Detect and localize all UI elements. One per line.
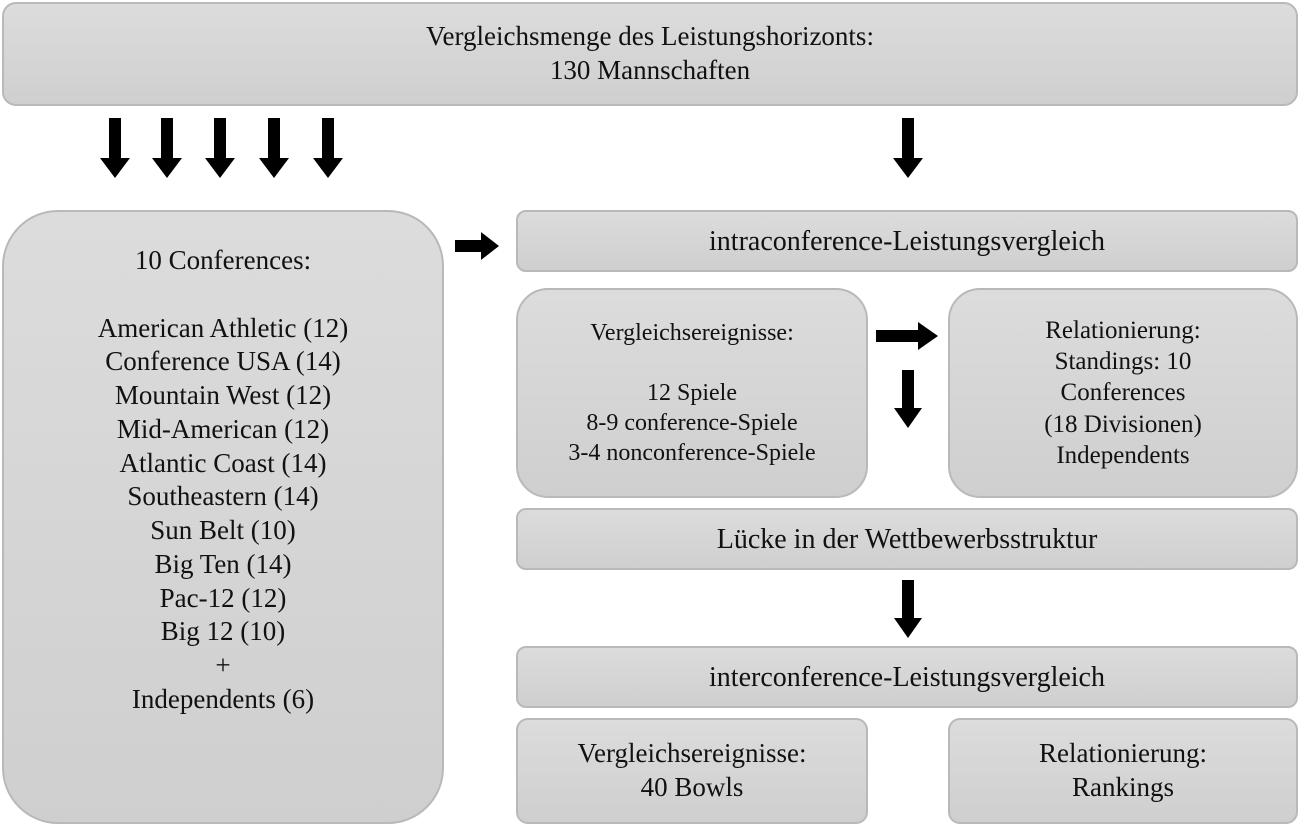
conference-item: Big 12 (10) xyxy=(160,616,286,647)
comparison-set-title: Vergleichsmenge des Leistungshorizonts: xyxy=(426,21,874,52)
intra-events-line: 8-9 conference-Spiele xyxy=(586,410,798,436)
intra-events-line: 12 Spiele xyxy=(647,380,737,406)
inter-events-bowls: 40 Bowls xyxy=(640,772,744,802)
conferences-title: 10 Conferences: xyxy=(134,245,312,275)
down-arrow-icon xyxy=(259,118,289,178)
conference-item: Mountain West (12) xyxy=(114,380,332,410)
inter-relation-box: Relationierung: Rankings xyxy=(948,718,1298,824)
comparison-set-count: 130 Mannschaften xyxy=(549,55,751,85)
competition-gap-box: Lücke in der Wettbewerbsstruktur xyxy=(516,508,1298,570)
intra-relation-line: Standings: 10 xyxy=(1054,348,1192,376)
conference-item: Conference USA (14) xyxy=(105,346,341,377)
intra-relation-box: Relationierung: Standings: 10 Conference… xyxy=(948,288,1298,498)
intra-relation-line: Independents xyxy=(1056,441,1190,469)
independents-item: Independents (6) xyxy=(131,683,315,714)
down-arrow-icon xyxy=(152,118,182,178)
inter-events-box: Vergleichsereignisse: 40 Bowls xyxy=(516,718,868,824)
down-arrow-icon xyxy=(894,580,922,638)
intra-relation-line: Conferences xyxy=(1060,379,1186,407)
conferences-box: 10 Conferences: American Athletic (12) C… xyxy=(2,210,444,824)
inter-relation-title: Relationierung: xyxy=(1039,738,1207,769)
down-arrow-icon xyxy=(313,118,343,178)
conference-item: Sun Belt (10) xyxy=(150,515,296,545)
intra-relation-line: (18 Divisionen) xyxy=(1044,410,1202,438)
right-arrow-icon xyxy=(455,232,499,260)
inter-relation-rankings: Rankings xyxy=(1071,772,1174,802)
inter-events-title: Vergleichsereignisse: xyxy=(577,738,807,769)
intra-events-box: Vergleichsereignisse: 12 Spiele 8-9 conf… xyxy=(516,288,868,498)
plus-sign: + xyxy=(215,650,231,680)
down-arrow-icon xyxy=(205,118,235,178)
conference-item: Big Ten (14) xyxy=(154,548,292,579)
down-arrow-icon xyxy=(893,118,923,178)
right-arrow-icon xyxy=(876,322,938,350)
down-arrow-icon xyxy=(100,118,130,178)
down-arrow-icon xyxy=(894,370,922,428)
conference-item: Southeastern (14) xyxy=(127,481,319,512)
interconference-box: interconference-Leistungsvergleich xyxy=(516,646,1298,708)
intra-events-title: Vergleichsereignisse: xyxy=(590,320,794,346)
interconference-label: interconference-Leistungsvergleich xyxy=(709,661,1105,693)
intraconference-box: intraconference-Leistungsvergleich xyxy=(516,210,1298,272)
conference-item: American Athletic (12) xyxy=(97,312,349,343)
comparison-set-box: Vergleichsmenge des Leistungshorizonts: … xyxy=(2,2,1298,106)
competition-gap-label: Lücke in der Wettbewerbsstruktur xyxy=(716,523,1098,555)
conference-item: Mid-American (12) xyxy=(116,413,330,444)
conference-item: Atlantic Coast (14) xyxy=(119,447,327,478)
intra-relation-line: Relationierung: xyxy=(1045,316,1201,344)
intra-events-line: 3-4 nonconference-Spiele xyxy=(568,440,816,466)
conference-item: Pac-12 (12) xyxy=(159,582,287,613)
intraconference-label: intraconference-Leistungsvergleich xyxy=(709,225,1105,257)
